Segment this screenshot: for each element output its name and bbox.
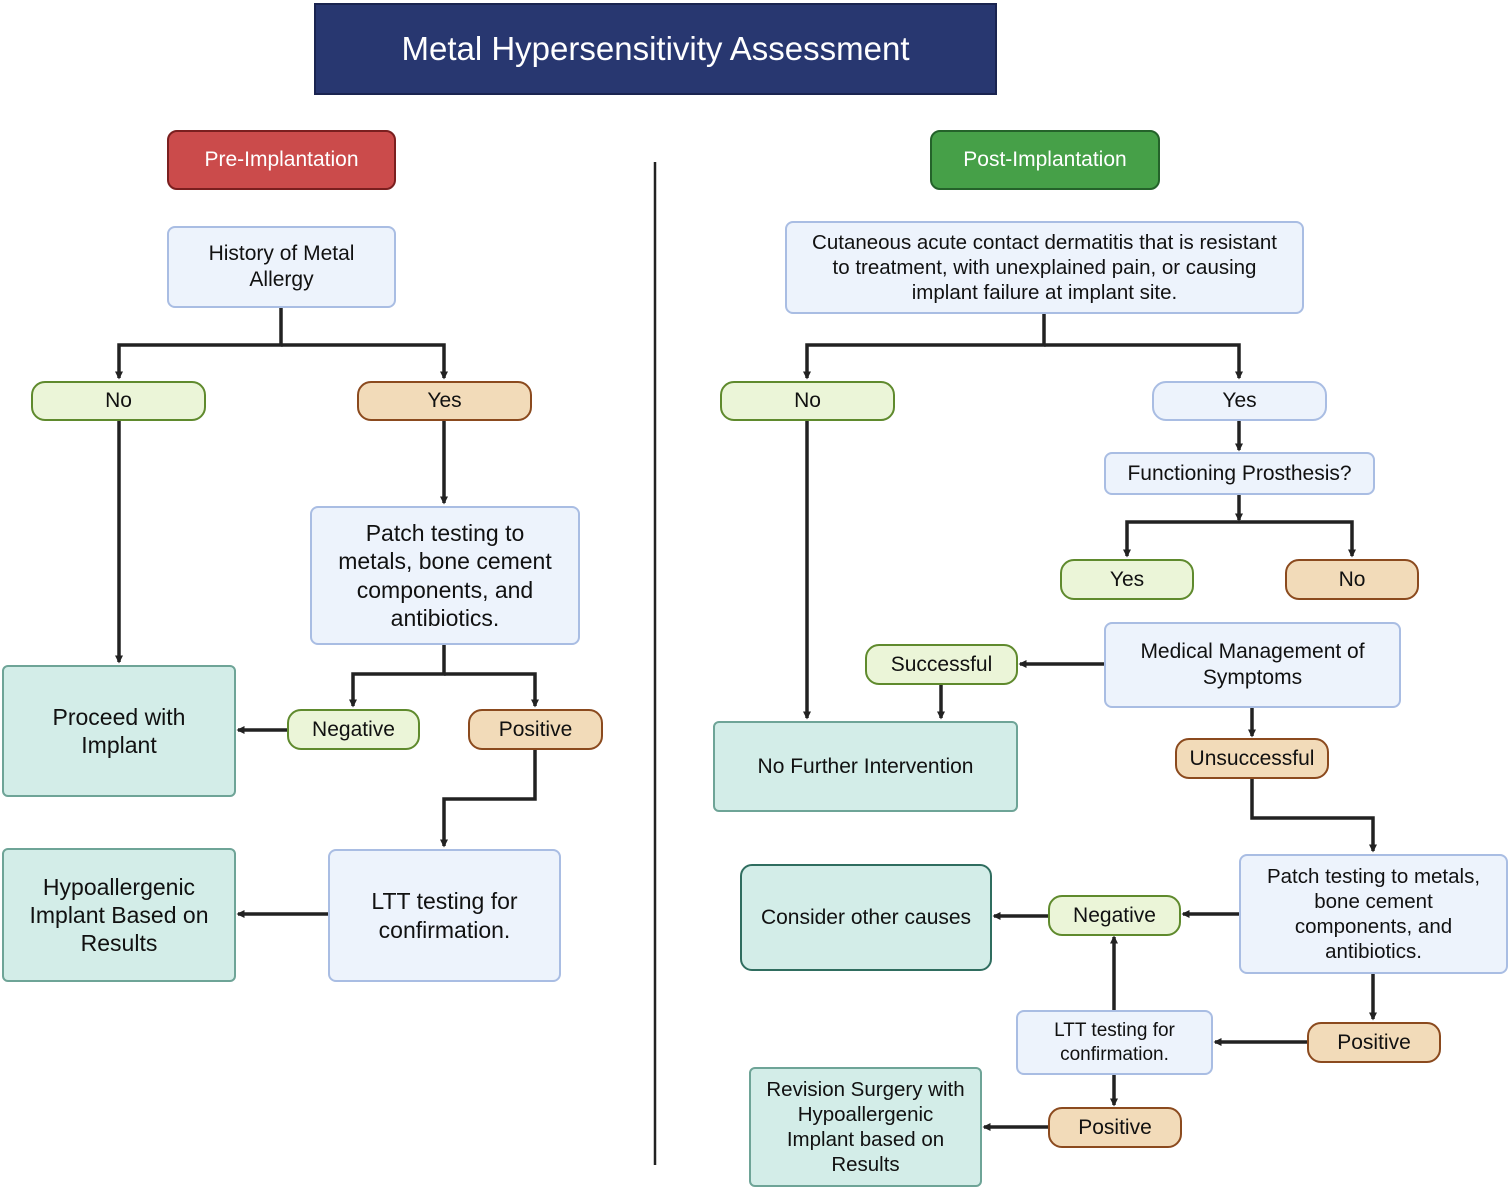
arrow-symptoms-to-no <box>803 314 1046 380</box>
post-no-pill: No <box>720 381 895 421</box>
arrow-functioning-to-yes <box>1123 520 1239 558</box>
arrow-positive-to-ltt <box>440 750 537 848</box>
arrow-history-to-yes <box>281 343 448 380</box>
revision-surgery-box: Revision Surgery with Hypoallergenic Imp… <box>749 1067 982 1187</box>
pre-implantation-header: Pre-Implantation <box>167 130 396 190</box>
post-implantation-header: Post-Implantation <box>930 130 1160 190</box>
pre-no-pill: No <box>31 381 206 421</box>
medical-management-box: Medical Management of Symptoms <box>1104 622 1401 708</box>
successful-pill: Successful <box>865 644 1018 685</box>
unsuccessful-pill: Unsuccessful <box>1175 738 1329 779</box>
consider-other-causes-box: Consider other causes <box>740 864 992 971</box>
pre-yes-pill: Yes <box>357 381 532 421</box>
ltt-positive-pill: Positive <box>1048 1107 1182 1148</box>
history-of-metal-allergy-box: History of Metal Allergy <box>167 226 396 308</box>
pre-positive-pill: Positive <box>468 709 603 750</box>
post-negative-pill: Negative <box>1048 895 1181 936</box>
pre-patch-testing-box: Patch testing to metals, bone cement com… <box>310 506 580 645</box>
hypoallergenic-implant-box: Hypoallergenic Implant Based on Results <box>2 848 236 982</box>
post-yes-pill: Yes <box>1152 381 1327 421</box>
post-ltt-testing-box: LTT testing for confirmation. <box>1016 1010 1213 1075</box>
arrow-patch-to-positive <box>444 672 539 708</box>
arrow-unsuccessful-to-patch <box>1250 778 1377 853</box>
functioning-prosthesis-box: Functioning Prosthesis? <box>1104 452 1375 495</box>
arrow-history-to-no <box>115 308 283 380</box>
post-positive-pill: Positive <box>1307 1022 1441 1063</box>
no-further-intervention-box: No Further Intervention <box>713 721 1018 812</box>
functioning-no-pill: No <box>1285 559 1419 600</box>
proceed-with-implant-box: Proceed with Implant <box>2 665 236 797</box>
pre-negative-pill: Negative <box>287 709 420 750</box>
arrow-functioning-to-no <box>1239 520 1356 558</box>
pre-ltt-testing-box: LTT testing for confirmation. <box>328 849 561 982</box>
arrow-symptoms-to-yes <box>1044 343 1243 380</box>
arrow-patch-to-negative <box>349 645 446 708</box>
symptoms-criteria-box: Cutaneous acute contact dermatitis that … <box>785 221 1304 314</box>
functioning-yes-pill: Yes <box>1060 559 1194 600</box>
post-patch-testing-box: Patch testing to metals, bone cement com… <box>1239 854 1508 974</box>
diagram-title: Metal Hypersensitivity Assessment <box>314 3 997 95</box>
